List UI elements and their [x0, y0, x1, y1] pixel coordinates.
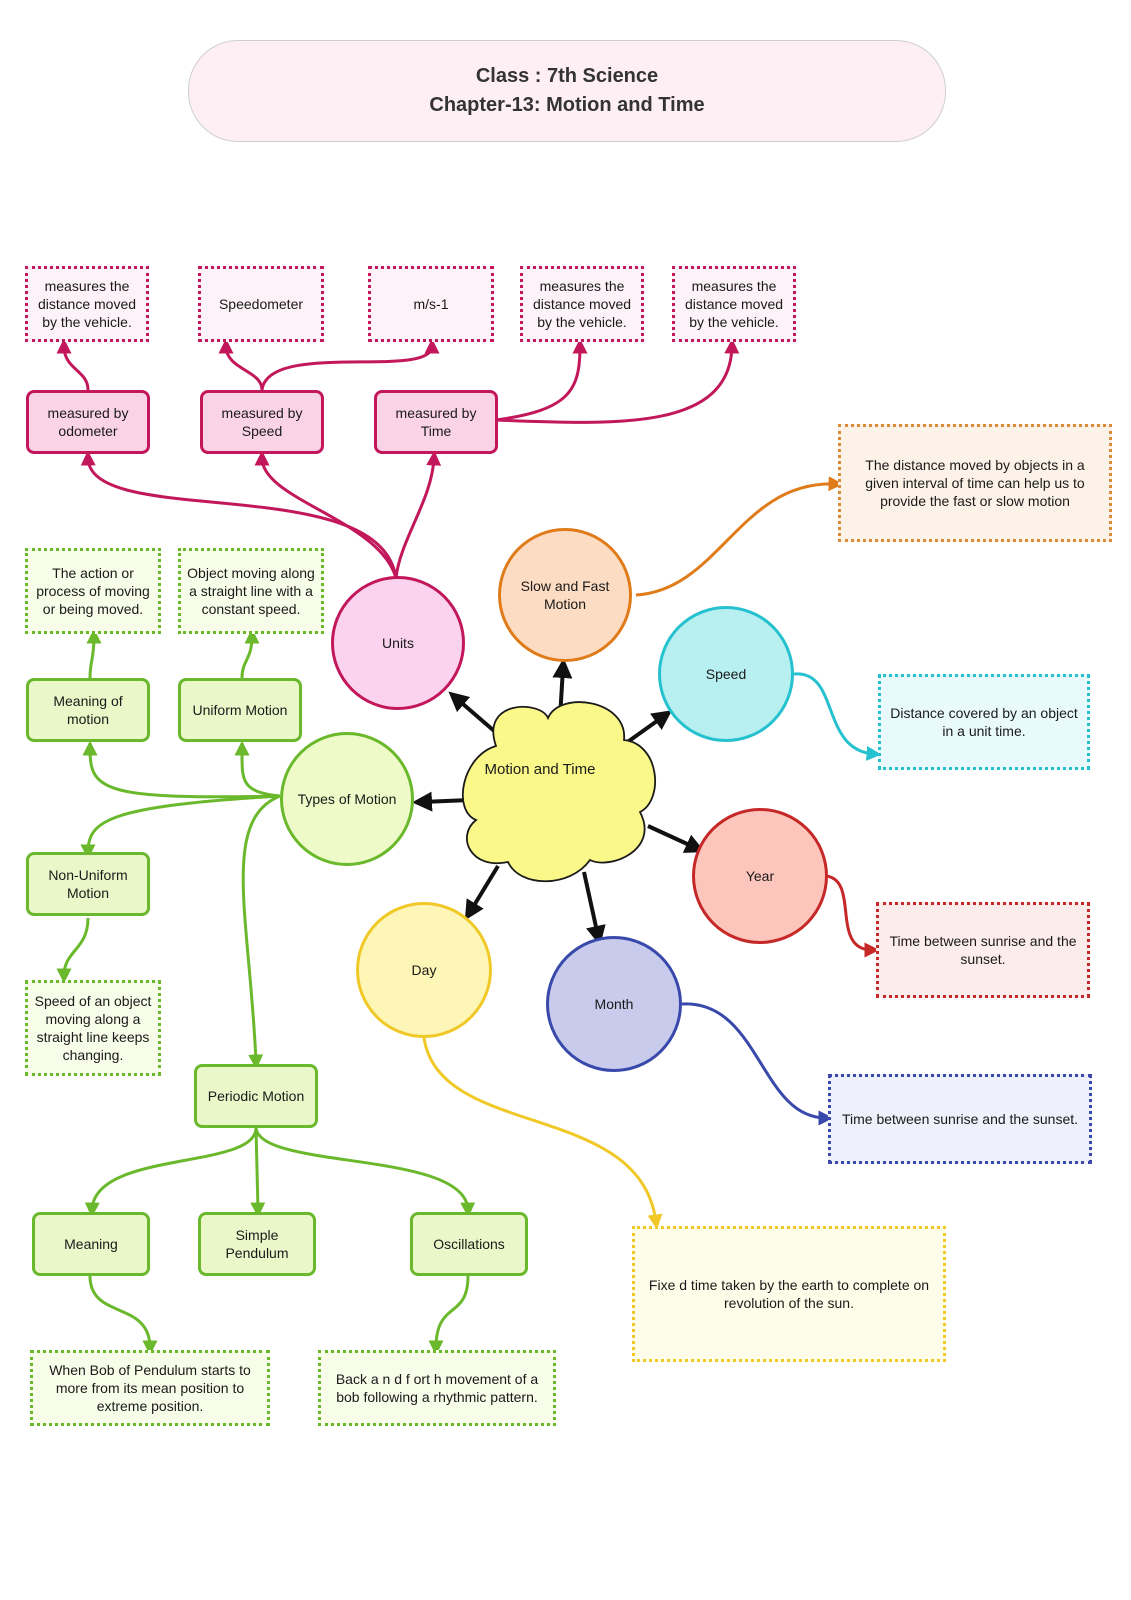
title-banner: Class : 7th Science Chapter-13: Motion a…	[188, 40, 946, 142]
edge-periodic-meaning	[84, 1127, 258, 1218]
measured-by-odometer-node: measured by odometer	[26, 390, 150, 454]
periodic-motion-node: Periodic Motion	[194, 1064, 318, 1128]
edge-units-speed	[254, 450, 398, 579]
slow-fast-motion-node: Slow and Fast Motion	[498, 528, 632, 662]
day-detail: Fixe d time taken by the earth to comple…	[632, 1226, 946, 1362]
edge-types-nonuniform	[80, 794, 281, 860]
edge-oscillations-detail	[428, 1275, 470, 1356]
month-detail: Time between sunrise and the sunset.	[828, 1074, 1092, 1164]
uniform-motion-node: Uniform Motion	[178, 678, 302, 742]
meaning-of-motion-node: Meaning of motion	[26, 678, 150, 742]
edge-units-odometer	[80, 450, 398, 579]
speed-unit-detail: m/s-1	[368, 266, 494, 342]
odometer-detail: measures the distance moved by the vehic…	[25, 266, 149, 342]
time-detail-1: measures the distance moved by the vehic…	[520, 266, 644, 342]
speedometer-detail: Speedometer	[198, 266, 324, 342]
title-line-2: Chapter-13: Motion and Time	[429, 94, 705, 116]
edge-uniform-detail	[240, 628, 260, 679]
types-of-motion-node: Types of Motion	[280, 732, 414, 866]
periodic-meaning-node: Meaning	[32, 1212, 150, 1276]
edge-center-year	[647, 824, 706, 853]
periodic-meaning-detail: When Bob of Pendulum starts to more from…	[30, 1350, 270, 1426]
oscillations-detail: Back a n d f ort h movement of a bob fol…	[318, 1350, 556, 1426]
edge-time-detail-2	[495, 338, 740, 424]
day-node: Day	[356, 902, 492, 1038]
speed-node: Speed	[658, 606, 794, 742]
edge-speed-detail	[793, 672, 882, 761]
meaning-of-motion-detail: The action or process of moving or being…	[25, 548, 161, 634]
non-uniform-motion-detail: Speed of an object moving along a straig…	[25, 980, 161, 1076]
edge-nonuniform-detail	[56, 917, 90, 984]
time-detail-2: measures the distance moved by the vehic…	[672, 266, 796, 342]
edge-odometer-detail	[56, 338, 90, 391]
title-line-1: Class : 7th Science	[475, 65, 659, 87]
edge-time-detail-1	[495, 338, 588, 422]
edge-slowfast-detail	[635, 476, 844, 597]
uniform-motion-detail: Object moving along a straight line with…	[178, 548, 324, 634]
month-node: Month	[546, 936, 682, 1072]
edge-center-month	[582, 871, 606, 946]
simple-pendulum-node: Simple Pendulum	[198, 1212, 316, 1276]
non-uniform-motion-node: Non-Uniform Motion	[26, 852, 150, 916]
edge-speed-unit	[260, 338, 440, 391]
edge-types-meaning	[82, 740, 281, 799]
units-node: Units	[331, 576, 465, 710]
center-node-label: Motion and Time	[484, 761, 596, 778]
oscillations-node: Oscillations	[410, 1212, 528, 1276]
edge-center-types	[412, 791, 471, 812]
edge-meaning-detail	[86, 628, 102, 679]
year-detail: Time between sunrise and the sunset.	[876, 902, 1090, 998]
speed-detail: Distance covered by an object in a unit …	[878, 674, 1090, 770]
edge-periodic-pendulum	[250, 1127, 266, 1218]
edge-day-detail	[422, 1037, 663, 1230]
slow-fast-detail: The distance moved by objects in a given…	[838, 424, 1112, 542]
edge-periodic-oscillations	[254, 1127, 476, 1218]
edge-units-time	[394, 450, 442, 579]
measured-by-speed-node: measured by Speed	[200, 390, 324, 454]
edge-types-periodic	[241, 794, 281, 1070]
year-node: Year	[692, 808, 828, 944]
center-cloud-shape	[461, 701, 656, 883]
edge-speed-speedometer	[218, 338, 264, 391]
measured-by-time-node: measured by Time	[374, 390, 498, 454]
edge-year-detail	[825, 874, 880, 958]
edge-month-detail	[681, 1002, 834, 1126]
edge-types-uniform	[234, 740, 281, 798]
edge-meaning-pendulum-detail	[88, 1275, 158, 1356]
edge-center-day	[464, 864, 500, 921]
